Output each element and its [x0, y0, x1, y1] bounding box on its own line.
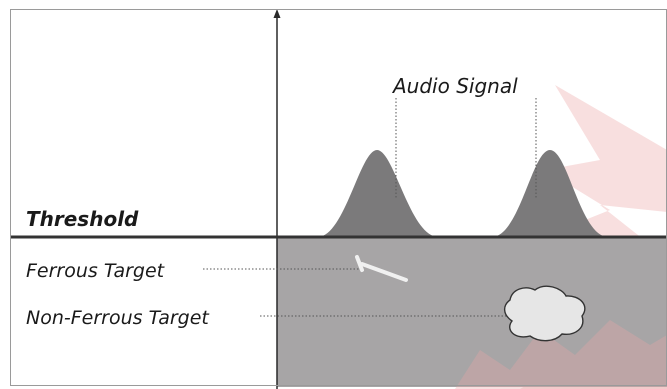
nail-icon — [355, 255, 408, 282]
ground-area — [277, 237, 667, 387]
watermark-shape-lower — [455, 320, 667, 389]
signal-peak-right — [492, 150, 608, 237]
audio-signal-label: Audio Signal — [391, 74, 518, 98]
threshold-label: Threshold — [26, 207, 139, 231]
axis-arrow-icon — [273, 9, 281, 18]
signal-peak-left — [318, 150, 438, 237]
nugget-icon — [503, 285, 586, 342]
ferrous-target-label: Ferrous Target — [26, 260, 166, 282]
non-ferrous-target-label: Non-Ferrous Target — [26, 307, 210, 329]
